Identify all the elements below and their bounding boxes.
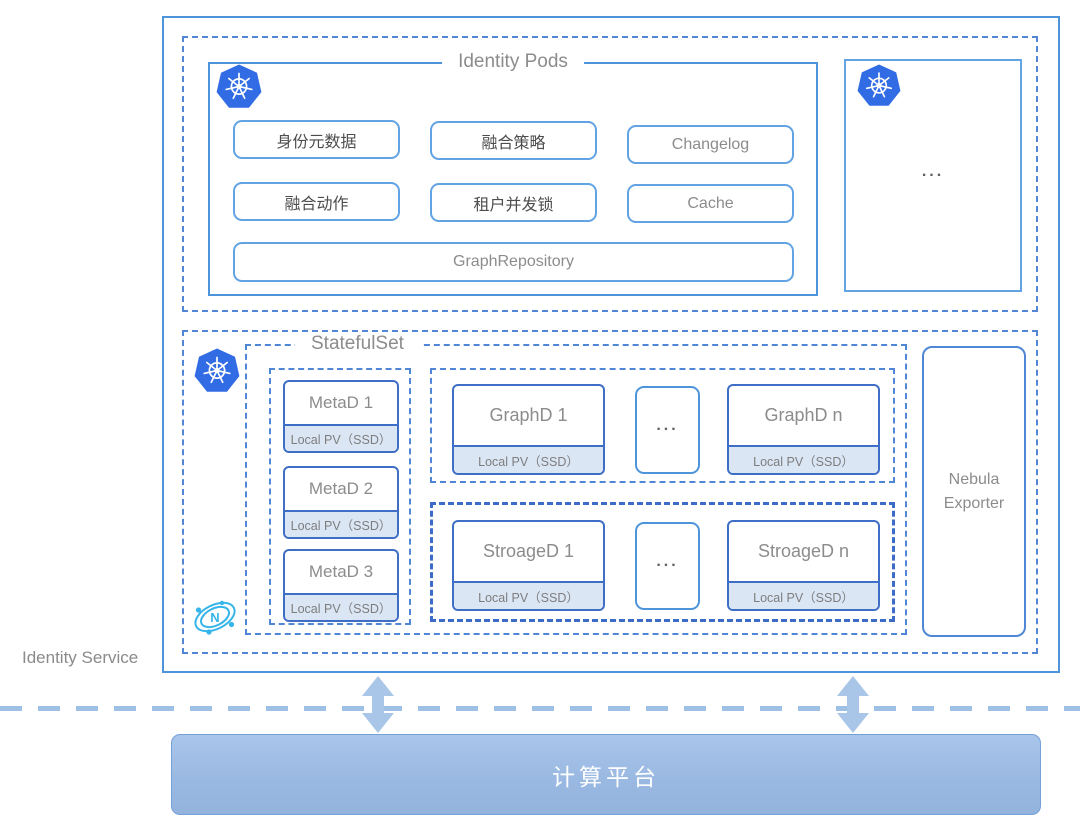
ellipsis-label: ... [656,553,679,571]
pod-name: GraphD 1 [489,405,568,425]
graphd-1-pod: GraphD 1 Local PV（SSD） [452,384,605,475]
metad-2-pod: MetaD 2 Local PV（SSD） [283,466,399,539]
statefulset-box: StatefulSet [245,333,907,635]
pod-name: StroageD 1 [482,541,575,561]
metad-1-pod: MetaD 1 Local PV（SSD） [283,380,399,453]
graphd-n-pod: GraphD n Local PV（SSD） [727,384,880,475]
module-fusion-action: 融合动作 [233,182,400,221]
statefulset-zone [182,330,1038,654]
local-pv-label: Local PV（SSD） [729,445,878,473]
module-label: 融合动作 [284,195,349,213]
stroaged-1-pod: StroageD 1 Local PV（SSD） [452,520,605,611]
stroaged-group [430,502,895,622]
identity-service-label: Identity Service [22,648,139,667]
module-fusion-strategy: 融合策略 [430,121,597,160]
pod-name: MetaD 1 [308,393,374,412]
double-arrow-icon [837,676,869,733]
pod-name: GraphD n [764,405,843,425]
nebula-exporter-label: Nebula Exporter [943,471,1005,512]
module-graph-repository: GraphRepository [233,242,794,282]
compute-platform-label: 计算平台 [552,763,660,790]
module-label: 身份元数据 [276,133,357,151]
identity-pods-title: Identity Pods [442,51,584,73]
local-pv-label: Local PV（SSD） [285,510,397,537]
more-pods-ellipsis: ... [921,162,945,180]
pod-name: MetaD 3 [308,562,374,581]
statefulset-title: StatefulSet [295,333,420,355]
kubernetes-icon [216,64,262,108]
svg-text:N: N [210,610,219,625]
kubernetes-icon [194,348,240,392]
kubernetes-icon [857,64,901,106]
local-pv-label: Local PV（SSD） [729,581,878,609]
boundary-dashed-line [0,706,1080,711]
ellipsis-label: ... [656,417,679,435]
graphd-group [430,368,895,483]
module-cache: Cache [627,184,794,223]
graphd-ellipsis-node: ... [635,386,700,474]
nebula-exporter-box: Nebula Exporter [922,346,1026,637]
double-arrow-icon [362,676,394,733]
local-pv-label: Local PV（SSD） [285,593,397,620]
identity-pods-zone [182,36,1038,312]
module-changelog: Changelog [627,125,794,164]
module-identity-metadata: 身份元数据 [233,120,400,159]
stroaged-n-pod: StroageD n Local PV（SSD） [727,520,880,611]
nebula-icon: N [194,600,236,635]
module-label: GraphRepository [453,253,574,270]
module-label: 租户并发锁 [473,196,554,214]
metad-group [269,368,411,625]
local-pv-label: Local PV（SSD） [285,424,397,451]
local-pv-label: Local PV（SSD） [454,445,603,473]
module-label: Cache [687,194,734,212]
pod-name: MetaD 2 [308,479,374,498]
pod-name: StroageD n [757,541,850,561]
module-label: Changelog [671,135,750,153]
module-tenant-concurrency-lock: 租户并发锁 [430,183,597,222]
local-pv-label: Local PV（SSD） [454,581,603,609]
compute-platform-box: 计算平台 [171,734,1041,815]
module-label: 融合策略 [481,134,546,152]
metad-3-pod: MetaD 3 Local PV（SSD） [283,549,399,622]
stroaged-ellipsis-node: ... [635,522,700,610]
